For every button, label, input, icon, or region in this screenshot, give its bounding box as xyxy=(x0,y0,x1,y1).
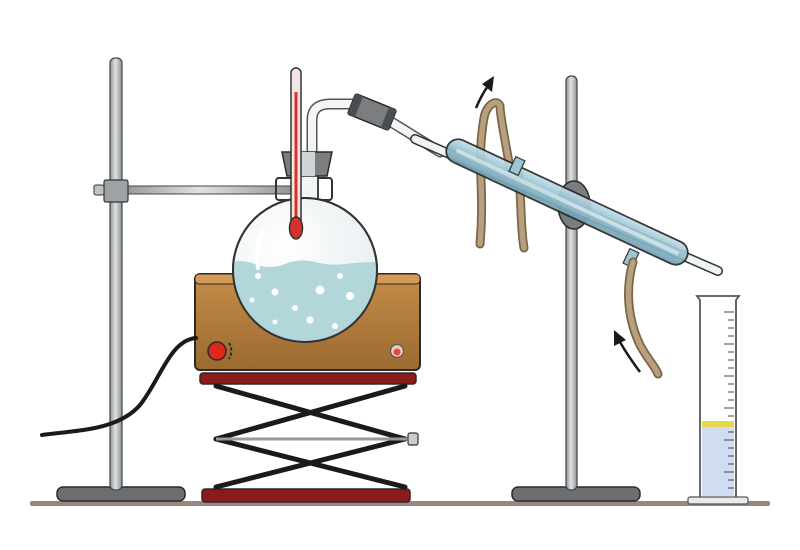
lab-jack-bottom-plate xyxy=(201,488,411,503)
water-out-flow-arrow xyxy=(474,76,494,109)
left-stand-base xyxy=(56,486,186,502)
indicator-light xyxy=(389,343,405,359)
rubber-joint xyxy=(347,93,397,131)
graduated-cylinder xyxy=(687,295,749,505)
thermometer xyxy=(288,67,304,240)
temperature-knob[interactable] xyxy=(207,341,233,361)
boiling-bubbles xyxy=(249,273,354,329)
lab-jack-top-plate xyxy=(199,372,417,385)
right-stand-rod xyxy=(565,75,578,491)
cylinder-graduations xyxy=(724,311,734,489)
right-stand-base xyxy=(511,486,641,502)
left-ring-stand xyxy=(56,57,186,502)
liebig-condenser xyxy=(410,134,723,276)
right-ring-stand xyxy=(511,75,641,502)
collected-distillate xyxy=(702,424,734,496)
clamp-boss-head xyxy=(103,179,129,203)
water-in-flow-arrow xyxy=(614,330,642,373)
left-stand-rod xyxy=(109,57,123,491)
lab-jack xyxy=(199,372,419,503)
water-outlet-port xyxy=(508,155,526,177)
lab-jack-adjust-knob[interactable] xyxy=(407,432,419,446)
power-cord xyxy=(40,336,198,437)
